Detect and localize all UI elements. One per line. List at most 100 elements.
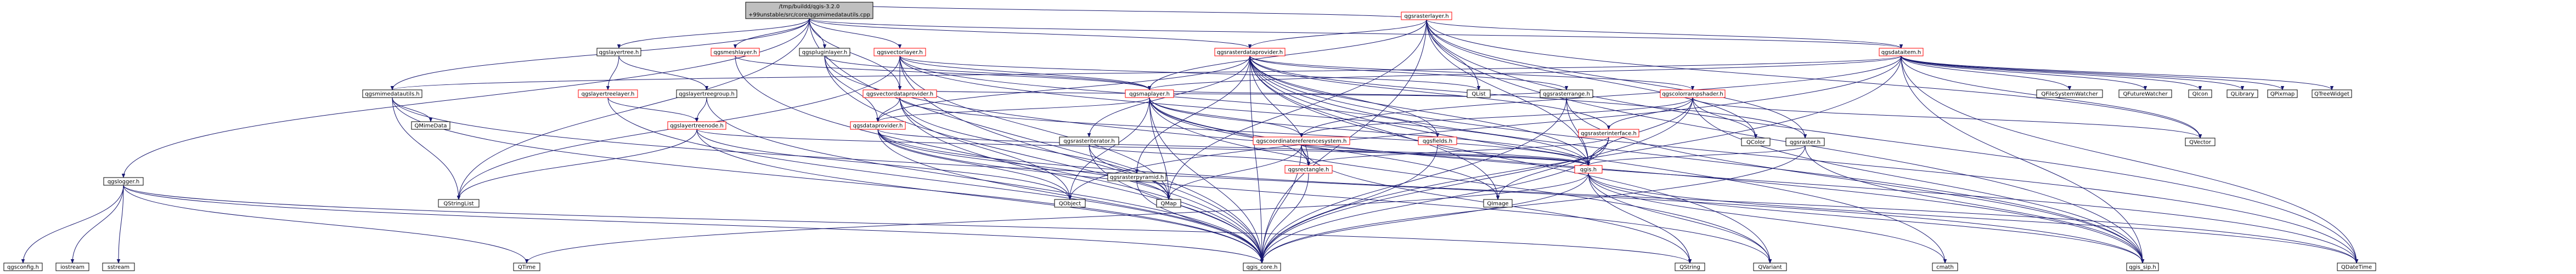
edge-qgslayertreenode-to-QStringList [459, 129, 697, 199]
node-label: QVariant [1758, 265, 1782, 271]
node-qgsrectangle[interactable]: qgsrectangle.h [1284, 165, 1333, 174]
edge-qgscolorrampshader-to-qgis_sip [1692, 97, 2143, 263]
node-label: QColor [1746, 140, 1766, 146]
edge-qgsmaplayer-to-QObject [1070, 97, 1150, 199]
node-label: QTime [518, 265, 536, 271]
node-iostream[interactable]: iostream [55, 262, 89, 271]
node-label: cmath [1936, 265, 1954, 271]
edge-qgscolorrampshader-to-QVector [1692, 97, 2200, 139]
edge-qgsmeshlayer-to-qgsmaplayer [735, 55, 1149, 90]
node-QString[interactable]: QString [1675, 262, 1705, 271]
edge-qgsvectorlayer-to-QMap [899, 55, 1169, 199]
node-qgis[interactable]: qgis.h [1574, 165, 1603, 174]
node-qgsrasteriterator[interactable]: qgsrasteriterator.h [1059, 136, 1119, 145]
edge-qgslayertreenode-to-qgis_core [696, 129, 1262, 263]
node-qgslayertreenode[interactable]: qgslayertreenode.h [667, 121, 726, 130]
node-QPixmap[interactable]: QPixmap [2267, 89, 2298, 98]
edge-qgis-to-QTime [527, 173, 1589, 263]
edge-qgsrasterdataprovider-to-qgsdataprovider [878, 55, 1250, 122]
node-qgspluginlayer[interactable]: qgspluginlayer.h [799, 48, 850, 56]
node-QMimeData[interactable]: QMimeData [411, 121, 450, 130]
node-QColor[interactable]: QColor [1741, 138, 1771, 146]
node-label: qgsrectangle.h [1288, 167, 1329, 173]
node-qgsconfig[interactable]: qgsconfig.h [3, 262, 43, 271]
node-qgscolorrampshader[interactable]: qgscolorrampshader.h [1660, 89, 1726, 98]
node-label: QFileSystemWatcher [2041, 92, 2098, 98]
node-qgsraster[interactable]: qgsraster.h [1785, 138, 1825, 146]
edge-qgspluginlayer-to-qgis_core [824, 55, 1262, 263]
dependency-edges [23, 2, 2357, 263]
node-label: qgscolorrampshader.h [1662, 92, 1723, 98]
node-root[interactable]: /tmp/buildd/qgis-3.2.0+99unstable/src/co… [745, 2, 873, 19]
node-QIcon[interactable]: QIcon [2188, 89, 2212, 98]
node-qgis_sip[interactable]: qgis_sip.h [2126, 262, 2159, 271]
node-qgsmaplayer[interactable]: qgsmaplayer.h [1125, 89, 1174, 98]
node-qgsrasterinterface[interactable]: qgsrasterinterface.h [1578, 129, 1639, 138]
node-qgsmeshlayer[interactable]: qgsmeshlayer.h [711, 48, 760, 56]
node-qgsdataitem[interactable]: qgsdataitem.h [1879, 48, 1924, 56]
edge-qgsrasterlayer-to-qgis [1426, 19, 1588, 165]
node-label: qgsrasterinterface.h [1581, 131, 1637, 137]
node-box [745, 2, 873, 19]
node-qgscoordinatereferencesystem[interactable]: qgscoordinatereferencesystem.h [1253, 136, 1350, 145]
node-label: qgsmeshlayer.h [713, 50, 757, 56]
edge-qgsvectorlayer-to-qgsmaplayer [899, 55, 1149, 90]
edge-qgscoordinatereferencesystem-to-QMap [1169, 144, 1302, 199]
node-box [2118, 89, 2172, 98]
edge-qgslogger-to-sstream [119, 185, 124, 263]
node-QLibrary[interactable]: QLibrary [2226, 89, 2258, 98]
edge-qgsfields-to-qgis [1437, 144, 1588, 166]
node-label: qgsvectorlayer.h [877, 50, 922, 56]
node-qgsfields[interactable]: qgsfields.h [1418, 136, 1457, 145]
node-qgslayertreelayer[interactable]: qgslayertreelayer.h [578, 89, 638, 98]
edge-qgis-to-cmath [1588, 173, 1945, 263]
edge-qgscolorrampshader-to-qgis [1588, 97, 1693, 165]
node-QFutureWatcher[interactable]: QFutureWatcher [2118, 89, 2172, 98]
node-cmath[interactable]: cmath [1932, 262, 1958, 271]
edge-qgsvectordataprovider-to-qgsdataprovider [878, 97, 900, 122]
node-label: QPixmap [2270, 92, 2295, 98]
edge-qgsdataitem-to-QTreeWidget [1901, 55, 2332, 90]
node-QObject[interactable]: QObject [1054, 199, 1086, 208]
node-box [362, 89, 422, 98]
node-sstream[interactable]: sstream [102, 262, 135, 271]
edge-qgsdataprovider-to-qgis_core [877, 129, 1262, 263]
edge-root-to-QStringList [459, 18, 810, 199]
node-QStringList[interactable]: QStringList [438, 199, 480, 208]
node-QVector[interactable]: QVector [2185, 138, 2216, 146]
node-label: qgsdataprovider.h [853, 123, 903, 129]
node-label: qgis_core.h [1247, 265, 1278, 271]
node-qgsrasterdataprovider[interactable]: qgsrasterdataprovider.h [1214, 48, 1286, 56]
node-qgsvectordataprovider[interactable]: qgsvectordataprovider.h [863, 89, 937, 98]
node-QTreeWidget[interactable]: QTreeWidget [2312, 89, 2352, 98]
node-box [55, 262, 89, 271]
edge-qgsrasterdataprovider-to-qgsraster [1249, 55, 1805, 138]
node-QList[interactable]: QList [1467, 89, 1491, 98]
node-label: qgsrasterpyramid.h [1110, 175, 1164, 181]
node-qgsrasterrange[interactable]: qgsrasterrange.h [1540, 89, 1593, 98]
edge-qgsvectorlayer-to-QList [899, 55, 1479, 90]
edge-qgslayertreelayer-to-qgis_core [607, 97, 1262, 263]
node-qgsdataprovider[interactable]: qgsdataprovider.h [850, 121, 906, 130]
node-qgslayertree[interactable]: qgslayertree.h [596, 48, 641, 56]
node-qgsvectorlayer[interactable]: qgsvectorlayer.h [873, 48, 926, 56]
edge-qgsdataitem-to-qgsmaplayer [1149, 55, 1902, 90]
node-qgsrasterpyramid[interactable]: qgsrasterpyramid.h [1107, 173, 1166, 181]
edge-qgsfields-to-qgis_core [1262, 144, 1438, 263]
node-qgis_core[interactable]: qgis_core.h [1243, 262, 1281, 271]
edge-qgsrasterlayer-to-QColor [1426, 19, 1756, 138]
node-QImage[interactable]: QImage [1483, 199, 1513, 208]
node-QVariant[interactable]: QVariant [1753, 262, 1787, 271]
node-qgslayertreegroup[interactable]: qgslayertreegroup.h [676, 89, 737, 98]
node-label: qgsrasterlayer.h [1404, 14, 1448, 20]
node-qgslogger[interactable]: qgslogger.h [103, 177, 144, 186]
node-qgsrasterlayer[interactable]: qgsrasterlayer.h [1401, 12, 1452, 20]
node-QMap[interactable]: QMap [1156, 199, 1181, 208]
node-qgsmimedatautils[interactable]: qgsmimedatautils.h [362, 89, 422, 98]
node-box [3, 262, 43, 271]
node-box [513, 262, 540, 271]
node-QTime[interactable]: QTime [513, 262, 540, 271]
node-label: QStringList [443, 201, 474, 207]
node-QDateTime[interactable]: QDateTime [2337, 262, 2376, 271]
node-QFileSystemWatcher[interactable]: QFileSystemWatcher [2036, 89, 2103, 98]
